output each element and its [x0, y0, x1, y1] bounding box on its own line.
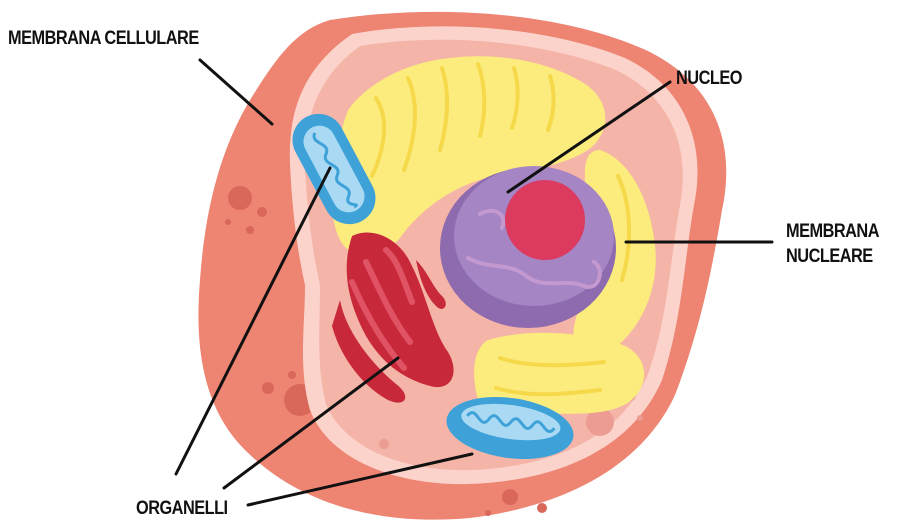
label-membrana-cellulare: MEMBRANA CELLULARE [8, 26, 199, 51]
label-membrana-nucleare-line1: MEMBRANA [786, 219, 879, 244]
nucleolus [505, 180, 585, 260]
label-organelli: ORGANELLI [136, 496, 228, 521]
label-membrana-nucleare: MEMBRANA NUCLEARE [786, 219, 879, 269]
label-nucleo: NUCLEO [676, 66, 742, 91]
label-membrana-nucleare-line2: NUCLEARE [786, 244, 879, 269]
